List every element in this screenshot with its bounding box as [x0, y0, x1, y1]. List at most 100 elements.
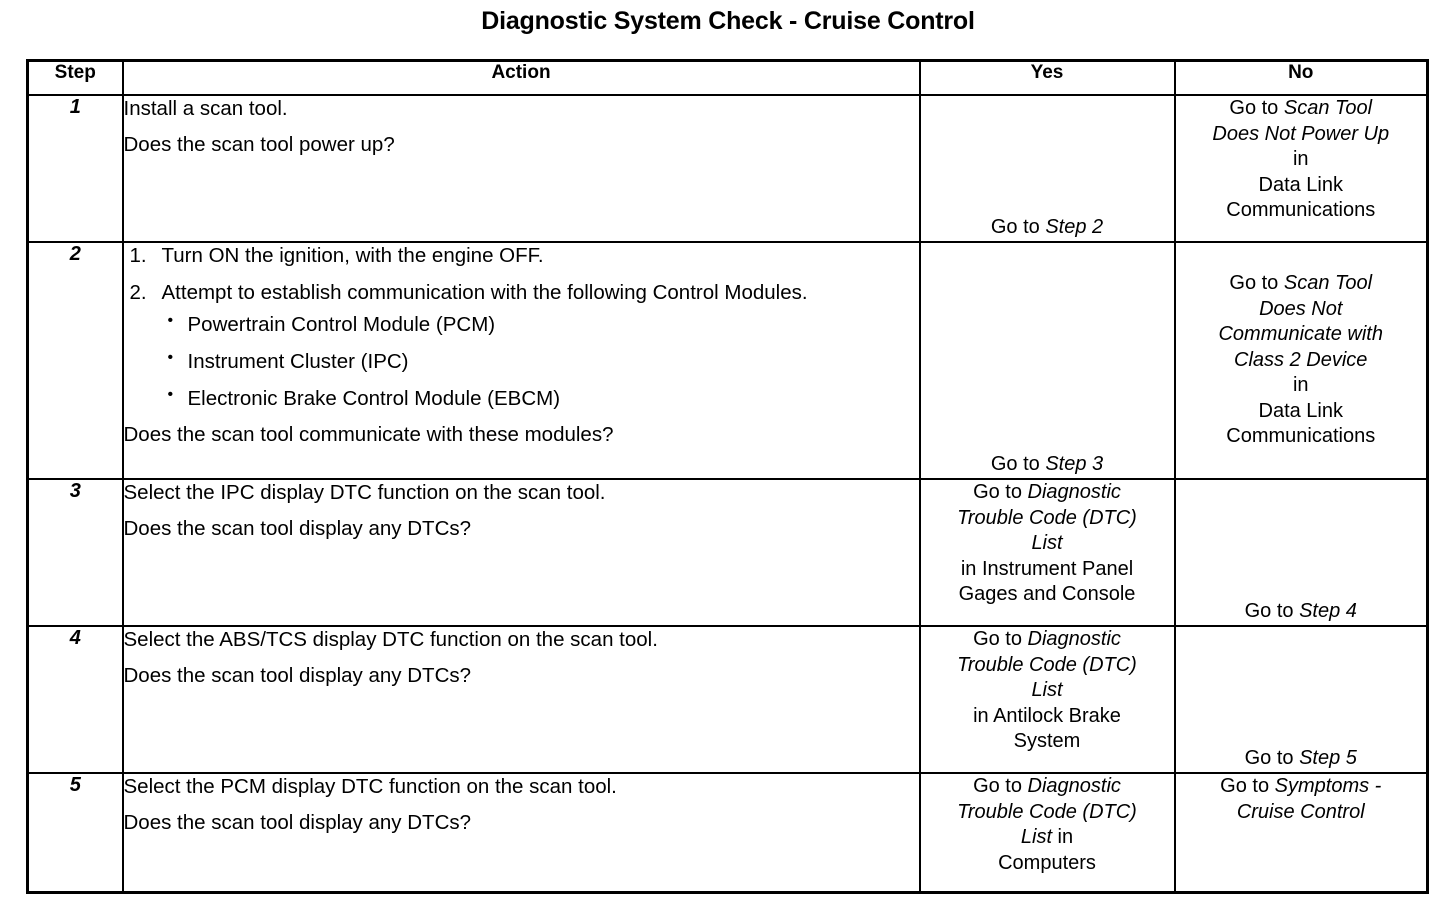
answer-line: List: [921, 531, 1174, 557]
step-action: Select the PCM display DTC function on t…: [121, 772, 921, 894]
action-numbered-list: 1.Turn ON the ignition, with the engine …: [124, 243, 919, 412]
answer-line: Does Not: [1176, 297, 1427, 323]
column-header-step: Step: [26, 59, 124, 96]
step-number: 3: [26, 478, 124, 627]
answer-text: Go to: [990, 453, 1046, 476]
answer-text: Data Link: [1258, 399, 1344, 422]
reference-text: Symptoms -: [1274, 775, 1382, 797]
reference-text: Class 2 Device: [1234, 348, 1368, 371]
reference-text: Diagnostic: [1027, 481, 1121, 503]
reference-text: Scan Tool: [1283, 271, 1373, 294]
step-action: 1.Turn ON the ignition, with the engine …: [121, 241, 921, 480]
action-line: Select the IPC display DTC function on t…: [123, 481, 606, 504]
answer-text: Go to: [973, 628, 1028, 650]
answer-line: Data Link: [1176, 399, 1427, 425]
no-answer-cell: Go to Step 5: [1173, 625, 1429, 774]
reference-text: Communicate with: [1218, 323, 1383, 346]
reference-text: Step 2: [1045, 216, 1104, 239]
answer-text: in: [1292, 148, 1309, 171]
reference-text: Does Not Power Up: [1212, 122, 1390, 145]
reference-text: List: [1020, 826, 1052, 849]
answer-line: Data Link: [1176, 173, 1427, 199]
action-bullet-item: Electronic Brake Control Module (EBCM): [162, 385, 919, 413]
page-title: Diagnostic System Check - Cruise Control: [481, 7, 975, 35]
reference-text: Step 3: [1045, 453, 1104, 476]
answer-text: Go to: [1244, 747, 1300, 770]
answer-line: Communications: [1176, 424, 1427, 450]
answer-text: Go to: [1229, 97, 1284, 119]
action-line: Select the PCM display DTC function on t…: [123, 775, 617, 798]
action-numbered-item: 2.Attempt to establish communication wit…: [124, 280, 919, 413]
step-action: Install a scan tool. Does the scan tool p…: [121, 94, 921, 243]
no-answer-cell: Go to Symptoms -Cruise Control: [1173, 772, 1429, 894]
action-question: Does the scan tool communicate with thes…: [123, 423, 614, 447]
answer-line: Go to Step 5: [1176, 746, 1427, 772]
answer-line: Cruise Control: [1176, 800, 1427, 826]
reference-text: List: [1031, 532, 1063, 555]
answer-line: Go to Step 4: [1176, 599, 1427, 625]
answer-text: Go to: [1244, 600, 1300, 623]
list-item-text: Turn ON the ignition, with the engine OF…: [161, 244, 544, 267]
reference-text: Step 5: [1299, 747, 1357, 770]
answer-text: System: [1013, 730, 1081, 753]
column-header-yes: Yes: [918, 59, 1176, 96]
answer-line: in: [1176, 373, 1427, 399]
answer-line: in Instrument Panel: [921, 557, 1174, 583]
answer-text: Data Link: [1258, 173, 1344, 196]
list-marker: 2.: [129, 280, 147, 304]
answer-line: Go to Symptoms -: [1176, 774, 1427, 800]
answer-line: Communicate with: [1176, 322, 1427, 348]
action-bullet-list: Powertrain Control Module (PCM) Instrumen…: [162, 311, 919, 413]
action-line: Install a scan tool.: [123, 97, 288, 120]
answer-line: Go to Scan Tool: [1176, 271, 1427, 297]
action-bullet-item: Instrument Cluster (IPC): [162, 348, 919, 376]
action-line: Does the scan tool display any DTCs?: [123, 663, 472, 687]
answer-line: Computers: [921, 851, 1174, 877]
action-line: Does the scan tool power up?: [123, 132, 395, 156]
step-number: 4: [26, 625, 124, 774]
reference-text: Cruise Control: [1236, 800, 1365, 823]
answer-line: Class 2 Device: [1176, 348, 1427, 374]
reference-text: Diagnostic: [1027, 775, 1121, 797]
answer-text: in Instrument Panel: [960, 557, 1134, 580]
answer-text: Computers: [998, 851, 1096, 874]
reference-text: Trouble Code (DTC): [957, 800, 1137, 823]
reference-text: List: [1031, 679, 1063, 702]
answer-text: Go to: [1229, 271, 1284, 294]
answer-text: Go to: [973, 481, 1028, 503]
answer-line: System: [921, 729, 1174, 755]
answer-line: in Antilock Brake: [921, 704, 1174, 730]
yes-answer-cell: Go to Step 3: [918, 241, 1176, 480]
answer-line: Trouble Code (DTC): [921, 653, 1174, 679]
table-header: Step Action Yes No: [26, 59, 1429, 96]
answer-text: in: [1052, 826, 1074, 849]
step-number: 5: [26, 772, 124, 894]
answer-text: Communications: [1226, 199, 1376, 222]
reference-text: Does Not: [1259, 297, 1343, 320]
answer-line: Go to Step 2: [921, 215, 1174, 241]
reference-text: Trouble Code (DTC): [957, 653, 1137, 676]
answer-line: Gages and Console: [921, 582, 1174, 608]
answer-text: in Antilock Brake: [973, 704, 1121, 727]
column-header-action: Action: [121, 59, 921, 96]
answer-line: List in: [921, 825, 1174, 851]
answer-line: Go to Diagnostic: [921, 480, 1174, 506]
step-number: 1: [26, 94, 124, 243]
reference-text: Step 4: [1299, 600, 1357, 623]
answer-text: Gages and Console: [958, 583, 1136, 606]
answer-line: Go to Step 3: [921, 452, 1174, 478]
answer-text: Communications: [1226, 425, 1376, 448]
action-line: Does the scan tool display any DTCs?: [123, 516, 472, 540]
action-bullet-item: Powertrain Control Module (PCM): [162, 311, 919, 339]
answer-text: Go to: [1220, 775, 1275, 797]
